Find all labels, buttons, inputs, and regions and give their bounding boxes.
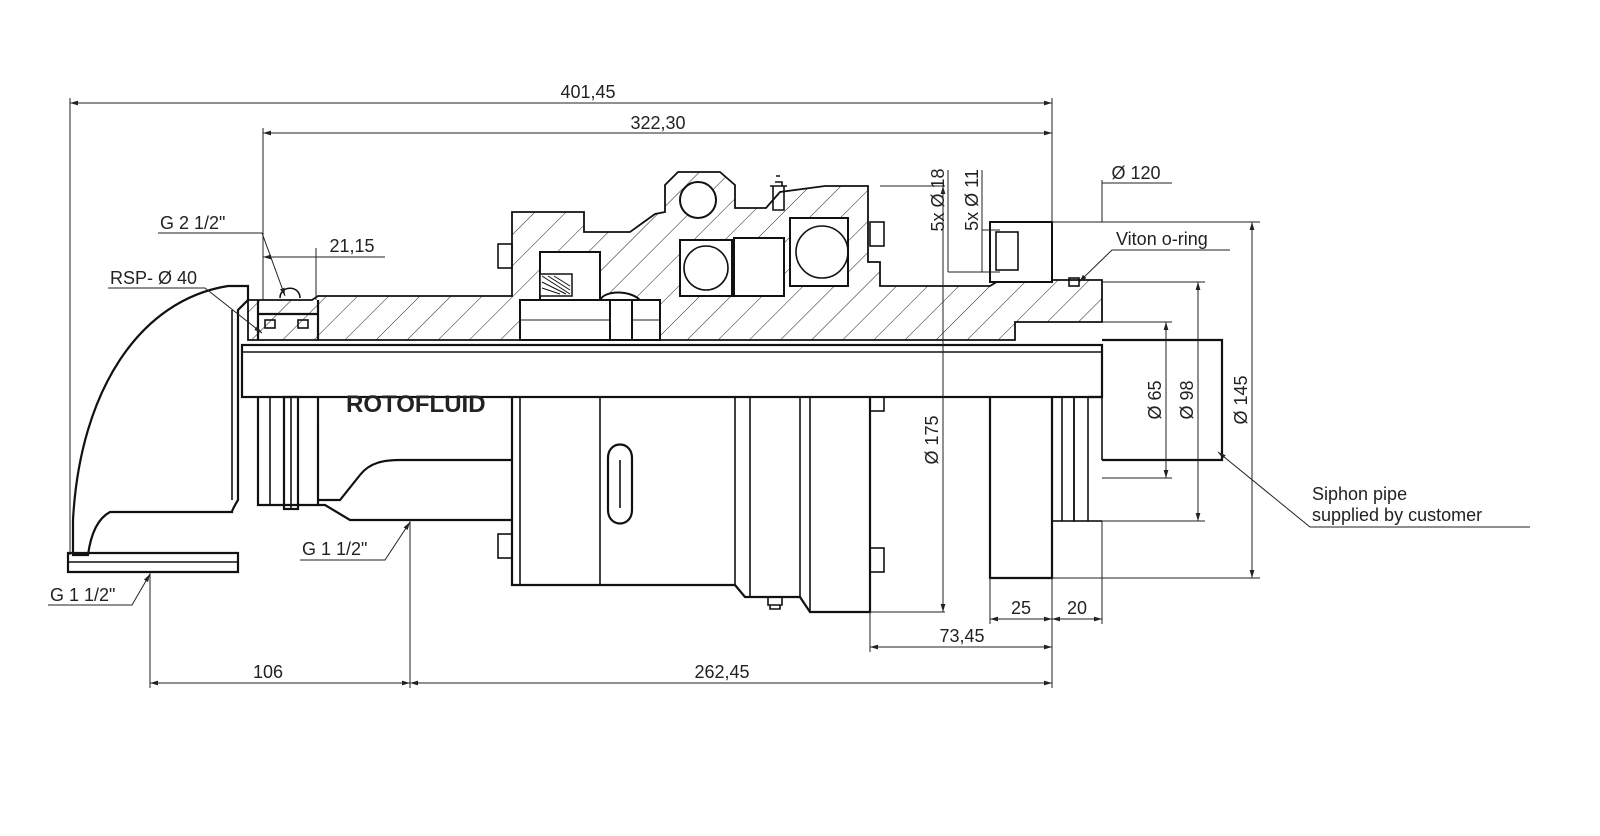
dim-holes-18: 5x Ø 18 [928,168,948,231]
brand-logo: ROTOFLUID [346,391,486,418]
dim-len-106: 106 [253,662,283,682]
bearing-block [733,237,785,297]
lower-slot [606,443,634,525]
side-inlet [318,458,512,522]
elbow-outline [71,284,250,557]
top-lug-hole [679,181,717,219]
label-g-1-1-2-side: G 1 1/2" [302,539,367,559]
dim-len-20: 20 [1067,598,1087,618]
label-g-2-1-2: G 2 1/2" [160,213,225,233]
dim-dia-98: Ø 98 [1177,380,1197,419]
label-siphon-line1: Siphon pipe [1312,484,1407,504]
flange-bottom [988,397,1054,580]
label-rsp-40: RSP- Ø 40 [110,268,197,288]
label-g-1-1-2-bottom: G 1 1/2" [50,585,115,605]
label-viton-o-ring: Viton o-ring [1116,229,1208,249]
upper-section-hatch [247,171,1103,341]
dim-len-262-45: 262,45 [694,662,749,682]
dim-dia-175: Ø 175 [922,415,942,464]
dim-body-length: 322,30 [630,113,685,133]
flange-top [989,221,1053,283]
elbow-flange [66,551,240,574]
shaft [240,343,1104,399]
dim-dia-145: Ø 145 [1231,375,1251,424]
dimension-lines [48,98,1530,688]
dim-thread-offset: 21,15 [329,236,374,256]
label-siphon-line2: supplied by customer [1312,505,1482,525]
dimension-texts: 401,45 322,30 21,15 Ø 120 5x Ø 18 5x Ø 1… [253,82,1251,682]
dim-dia-65: Ø 65 [1145,380,1165,419]
bearing-window [679,239,733,297]
dim-len-73-45: 73,45 [939,626,984,646]
annotation-labels: G 2 1/2" RSP- Ø 40 Viton o-ring G 1 1/2"… [50,213,1482,605]
grease-nipple [770,175,787,211]
lower-body [510,397,872,614]
rotary-union-body: ROTOFLUID [66,171,1224,614]
dim-holes-11: 5x Ø 11 [962,169,982,231]
siphon-pipe [1102,338,1224,462]
dim-overall-length: 401,45 [560,82,615,102]
dim-dia-120: Ø 120 [1111,163,1160,183]
dim-len-25: 25 [1011,598,1031,618]
